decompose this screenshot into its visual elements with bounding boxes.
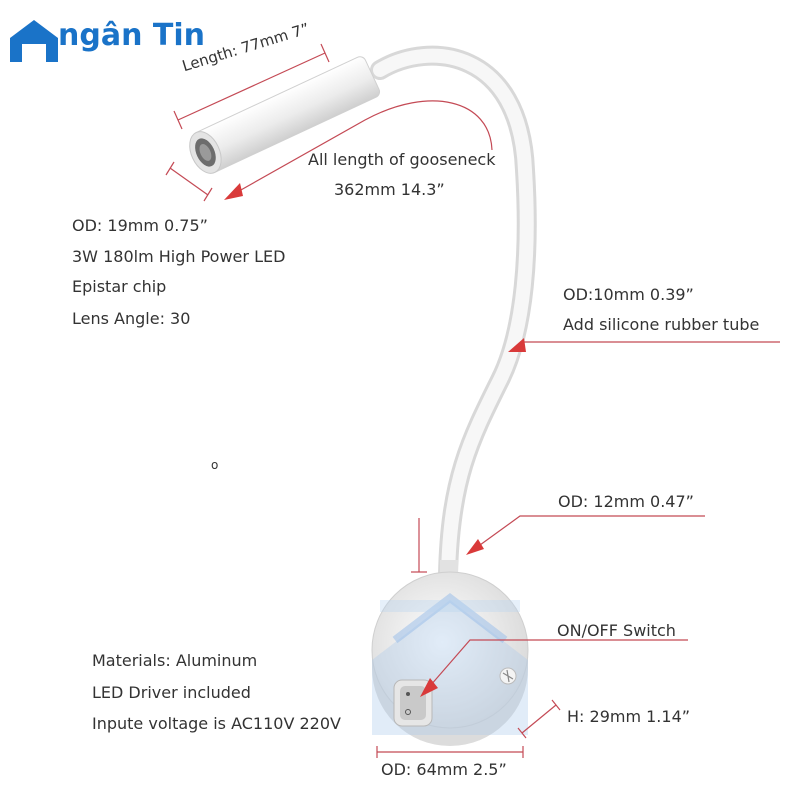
gooseneck-title: All length of gooseneck <box>308 150 496 169</box>
gooseneck-value: 362mm 14.3” <box>334 180 445 199</box>
material-label: Materials: Aluminum <box>92 651 258 670</box>
switch-pointer <box>420 639 688 697</box>
base-od-dimension <box>376 746 524 758</box>
voltage-label: Inpute voltage is AC110V 220V <box>92 714 341 733</box>
tube-note: Add silicone rubber tube <box>563 315 760 334</box>
lamp-head <box>189 56 381 174</box>
brand-logo-house-icon <box>10 20 58 62</box>
head-od-label: OD: 19mm 0.75” <box>72 216 208 235</box>
lens-spec: Lens Angle: 30 <box>72 309 191 328</box>
height-label: H: 29mm 1.14” <box>567 707 691 726</box>
neck-od-pointer <box>466 515 705 555</box>
wall-base <box>371 560 529 746</box>
neck-od-label: OD: 12mm 0.47” <box>558 492 694 511</box>
gooseneck-length-line <box>224 100 493 200</box>
brand-name: ngân Tin <box>58 18 205 53</box>
stray-mark: o <box>211 458 219 472</box>
driver-label: LED Driver included <box>92 683 251 702</box>
gooseneck-tube-highlight <box>373 48 534 582</box>
tube-od-label: OD:10mm 0.39” <box>563 285 694 304</box>
led-spec: 3W 180lm High Power LED <box>72 247 286 266</box>
head-od-dimension <box>165 161 213 202</box>
chip-spec: Epistar chip <box>72 277 167 296</box>
switch-label: ON/OFF Switch <box>557 621 676 640</box>
base-od-label: OD: 64mm 2.5” <box>381 760 507 779</box>
length-dimension <box>173 43 330 130</box>
gooseneck-bottom-dimension <box>411 518 427 573</box>
tube-od-pointer <box>508 338 780 352</box>
height-dimension <box>517 699 561 739</box>
